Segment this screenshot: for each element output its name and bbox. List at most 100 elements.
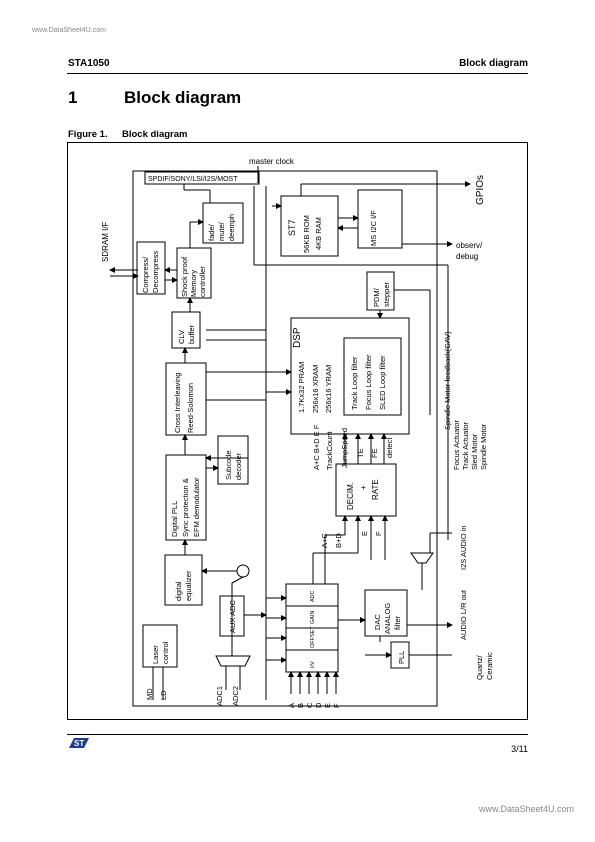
label-fade-3: deemph [227, 214, 236, 241]
section-number: 1 [68, 88, 78, 107]
label-master-clock: master clock [249, 157, 295, 166]
label-act-sled: Sled Motor [470, 433, 479, 470]
label-in-f: F [332, 703, 341, 708]
label-out-fe: FE [370, 448, 379, 458]
label-adc2: ADC2 [231, 686, 240, 706]
label-sdram: SDRAM I/F [101, 221, 110, 262]
dac-box [364, 589, 408, 637]
label-in-e: E [323, 703, 332, 708]
label-act-focus: Focus Actuator [452, 419, 461, 470]
st-logo: ST [69, 738, 89, 748]
label-shock-1: Shock proof [180, 256, 189, 297]
label-pdm-2: stepper [382, 281, 391, 307]
label-clv-2: buffer [187, 324, 196, 344]
figure-title: Block diagram [122, 129, 188, 140]
label-quartz-2: Ceramic [485, 652, 494, 680]
decim-box [335, 463, 397, 517]
label-deq-2: equalizer [184, 570, 193, 601]
label-subcode-1: Subcode [224, 450, 233, 480]
label-out-te: TE [356, 448, 365, 458]
aux-mux [215, 655, 251, 667]
label-decim-1: DECIM. [346, 482, 355, 510]
label-afe-iv: I/V [310, 661, 316, 668]
label-afe-adc: ADC [310, 590, 316, 602]
st-logo-text: ST [74, 739, 84, 748]
label-decim-cols-top: A+C B+D E F [312, 424, 321, 470]
msi2c-box [357, 189, 403, 249]
label-dac-2: ANALOG [383, 603, 392, 634]
i2s-mux [410, 552, 434, 564]
label-adc1: ADC1 [215, 686, 224, 706]
figure-frame [67, 142, 528, 720]
label-cross-1: Cross Interleaving [173, 373, 182, 433]
label-out-jumpspeed: JumpSpeed [340, 428, 349, 468]
label-afe-offset: OFFSET [310, 626, 316, 648]
label-dac-3: filter [393, 615, 402, 630]
figure-label: Figure 1. [68, 129, 108, 140]
label-in-d: D [314, 702, 323, 708]
section-title: Block diagram [124, 88, 242, 107]
label-out-trackcount: TrackCount [325, 431, 334, 470]
footer-rule [67, 734, 528, 735]
digitaleq-box [164, 554, 203, 606]
label-subcode-2: decoder [234, 452, 243, 480]
watermark-bottom: www.DataSheet4U.com [478, 804, 574, 814]
label-dsp-yram: 256x16 YRAM [324, 365, 333, 413]
label-shock-2: Memory [189, 270, 198, 297]
label-dpll-3: EFM demodulator [192, 477, 201, 537]
label-loop-track: Track Loop filter [350, 356, 359, 410]
label-col-bd: B+D [334, 533, 343, 548]
label-in-c: C [305, 702, 314, 708]
spdif-box [144, 171, 260, 185]
label-auxadc: AUX ADC [228, 599, 237, 633]
label-dac-1: DAC [373, 614, 382, 630]
label-decim-3: RATE [371, 479, 380, 500]
label-gpios: GPIOs [475, 175, 486, 205]
label-quartz-1: Quartz/ [475, 654, 484, 680]
label-st7-rom: 56KB ROM [302, 215, 311, 253]
label-spdif: SPDIF/SONY/LSI/I2S/MOST [148, 176, 238, 183]
label-dsp-pram: 1.7Kx32 PRAM [297, 362, 306, 413]
label-col-ac: A+C [320, 533, 329, 548]
label-st7-ram: 4KB RAM [314, 217, 323, 250]
label-act-track: Track Actuator [461, 421, 470, 470]
label-loop-focus: Focus Loop filter [364, 354, 373, 410]
header-doc-id: STA1050 [68, 58, 110, 69]
watermark-top: www.DataSheet4U.com [32, 27, 106, 34]
label-in-b: B [296, 703, 305, 708]
page-number: 3/11 [511, 744, 528, 754]
label-laser-2: control [161, 641, 170, 664]
label-fade-2: mute/ [217, 221, 226, 241]
label-loop-sled: SLED Loop filter [378, 355, 387, 410]
label-compress-2: Decompress [151, 251, 160, 293]
adder-circle [236, 564, 250, 578]
label-clv-1: CLV [177, 330, 186, 344]
header-rule [67, 73, 528, 74]
dsp-box [290, 317, 410, 435]
label-spindle-fb: Spindle Motor feedback(CAV) [443, 331, 452, 430]
label-laser-1: Laser [151, 645, 160, 664]
label-dpll-1: Digital PLL [170, 501, 179, 537]
label-observ: observ/ [456, 241, 483, 250]
label-decim-2: + [359, 485, 368, 490]
label-dpll-2: Sync protection & [181, 478, 190, 537]
header-section: Block diagram [459, 58, 528, 69]
label-dsp: DSP [292, 327, 303, 348]
label-md: MD [145, 688, 154, 700]
label-debug: debug [456, 252, 478, 261]
label-col-e: E [360, 531, 369, 536]
label-in-a: A [287, 703, 296, 708]
label-afe-gain: GAIN [310, 611, 316, 624]
label-i2s-in: I2S AUDIO in [459, 525, 468, 570]
subcode-box [217, 435, 249, 485]
label-shock-3: controller [198, 266, 207, 297]
loops-box [343, 337, 402, 416]
label-col-f: F [374, 531, 383, 536]
label-cross-2: Reed-Solomon [186, 383, 195, 433]
label-pll: PLL [397, 651, 406, 664]
label-pdm-1: PDM/ [372, 287, 381, 307]
label-deq-1: digital [174, 581, 183, 601]
label-st7: ST7 [287, 219, 297, 236]
label-ld: LD [159, 690, 168, 700]
